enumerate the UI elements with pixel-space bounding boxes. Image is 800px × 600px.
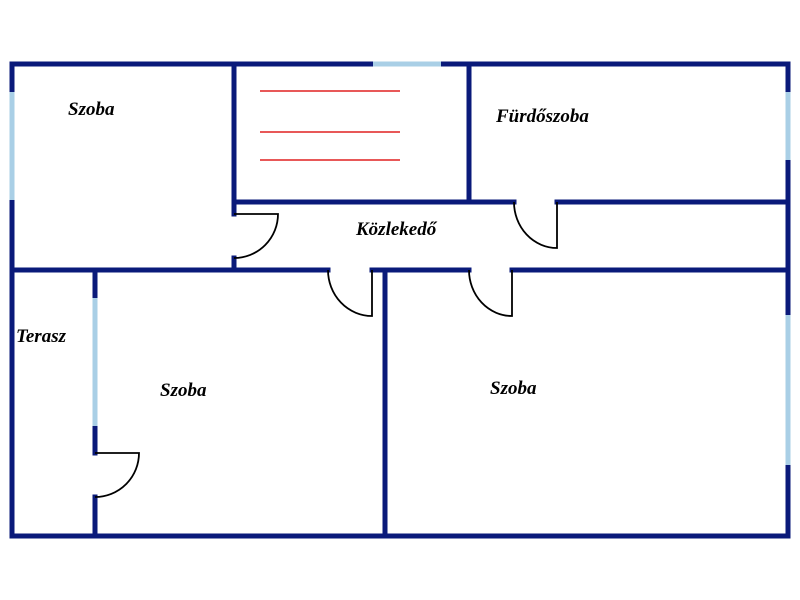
door-swing-icon bbox=[327, 269, 373, 317]
outer-walls bbox=[9, 61, 791, 539]
door-swing-icon bbox=[513, 201, 558, 249]
room-label-szoba-top-left: Szoba bbox=[68, 99, 115, 120]
interior-walls bbox=[9, 61, 791, 539]
room-label-furdoszoba: Fürdőszoba bbox=[495, 106, 589, 127]
door-swing-icon bbox=[233, 213, 279, 259]
door-swing-icon bbox=[468, 269, 513, 317]
room-label-szoba-bottom-right: Szoba bbox=[490, 378, 537, 399]
stairs-icon bbox=[260, 90, 400, 161]
room-label-terasz: Terasz bbox=[16, 326, 67, 347]
door-swing-icon bbox=[94, 452, 140, 498]
room-label-szoba-bottom-middle: Szoba bbox=[160, 380, 207, 401]
windows bbox=[9, 61, 791, 465]
room-label-kozlekedo: Közlekedő bbox=[355, 219, 438, 240]
doors bbox=[94, 201, 558, 498]
